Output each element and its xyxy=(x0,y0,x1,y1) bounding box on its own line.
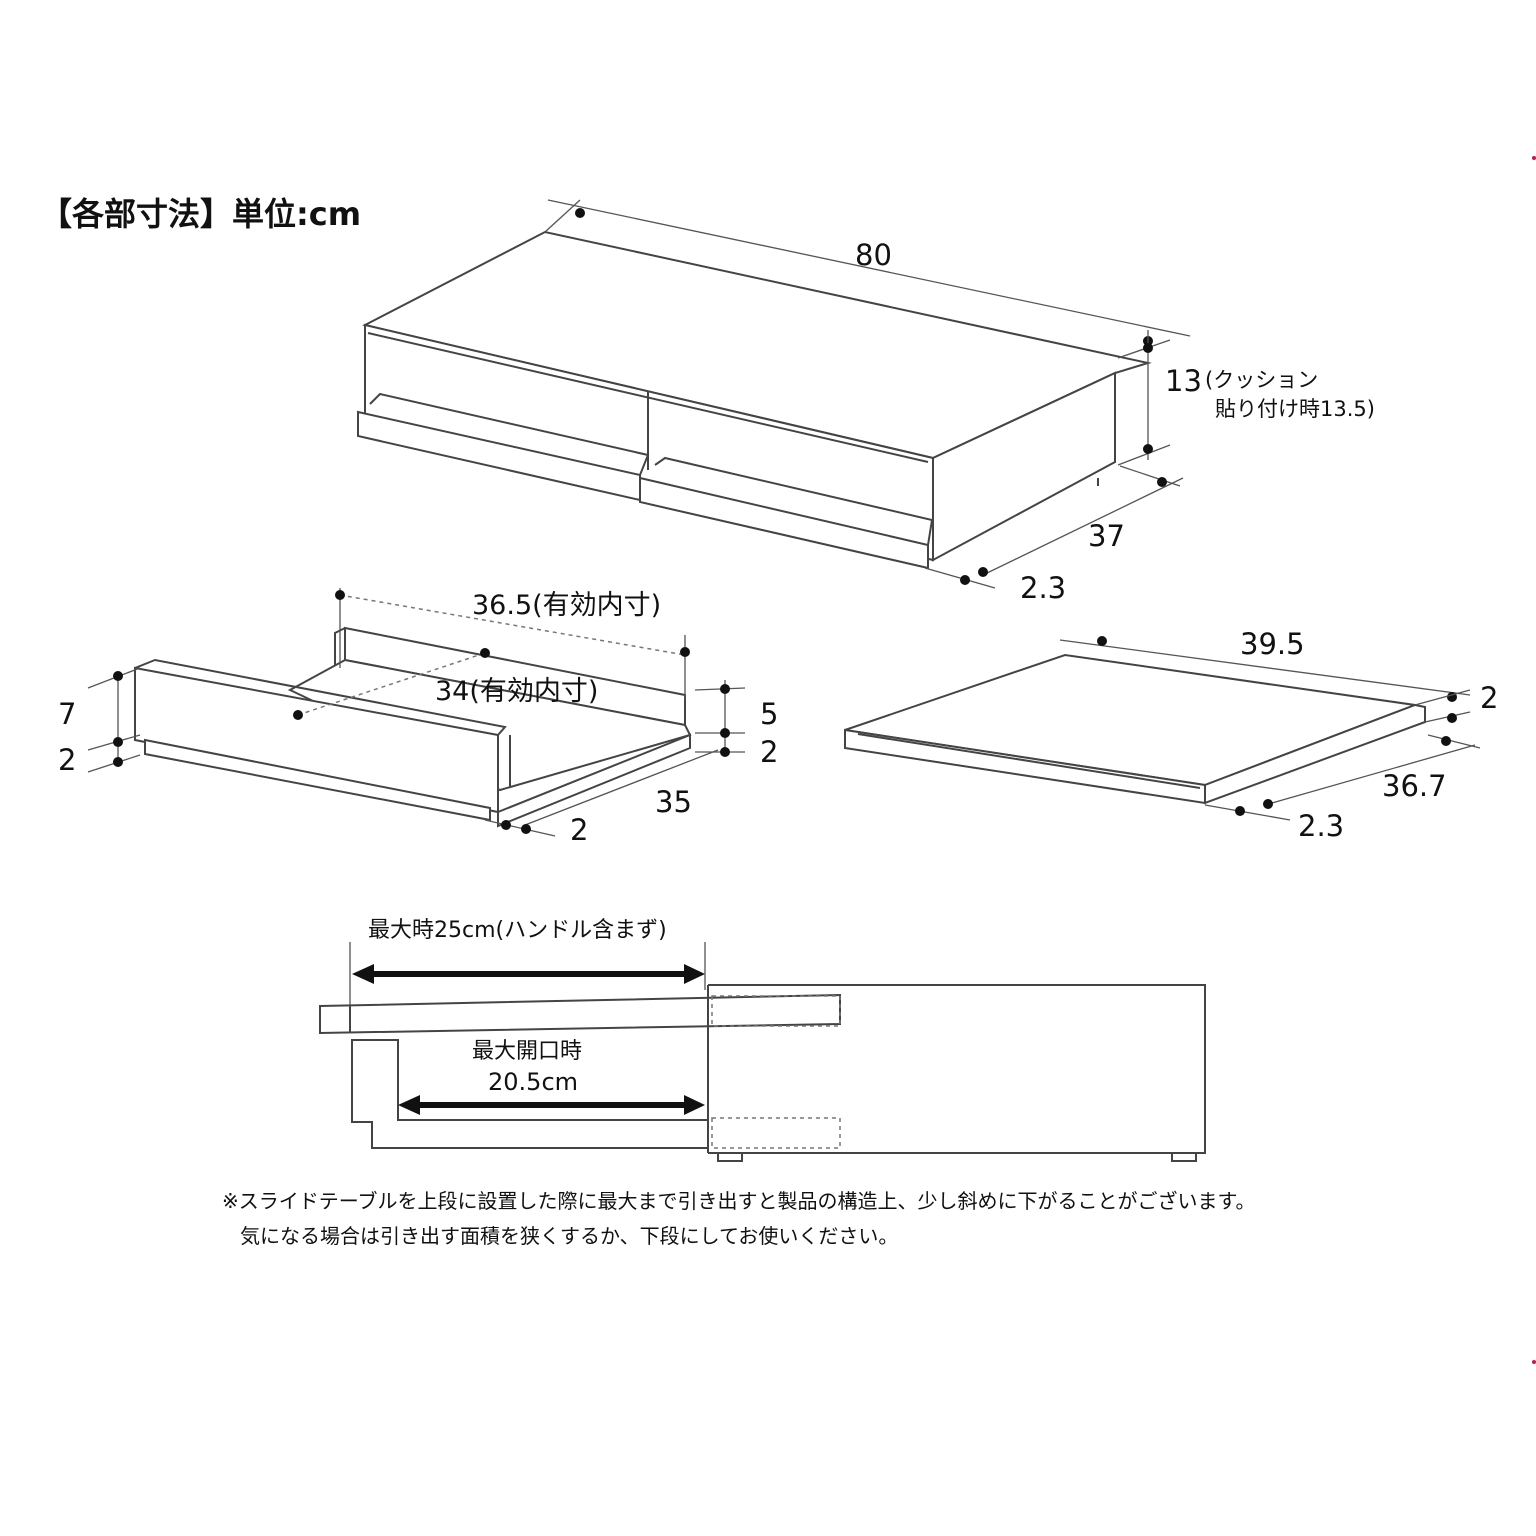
dim-dot xyxy=(1143,343,1153,353)
slide-table-drawing: 39.5 2 36.7 2.3 xyxy=(844,627,1498,843)
table-depth-label: 36.7 xyxy=(1382,769,1447,803)
drawer-base-label: 2 xyxy=(58,743,76,777)
diagram-title: 【各部寸法】単位:cm xyxy=(40,195,361,233)
dim-dot xyxy=(1441,736,1451,746)
dim-ext xyxy=(1427,734,1481,749)
drawer-section xyxy=(351,1039,708,1149)
unit-height-note-2: 貼り付け時13.5) xyxy=(1215,397,1375,421)
section-view: 最大時25cm(ハンドル含まず) 最大開口時 20.5cm xyxy=(319,918,1206,1162)
arrow-head-left xyxy=(352,964,374,984)
dim-line-offset xyxy=(924,567,996,589)
edge-mark-bottom xyxy=(1532,1360,1536,1364)
table-width-label: 39.5 xyxy=(1240,627,1305,661)
dim-line-drawer-depth xyxy=(524,749,719,826)
dim-dot xyxy=(1263,799,1273,809)
dim-line-drawer-thickness xyxy=(484,819,556,837)
dim-dot xyxy=(720,684,730,694)
dim-dot xyxy=(335,590,345,600)
drawer-inner-depth-label: 34(有効内寸) xyxy=(435,676,598,707)
footnote-line-2: 気になる場合は引き出す面積を狭くするか、下段にしてお使いください。 xyxy=(240,1224,898,1248)
right-plinth xyxy=(639,476,929,570)
drawer-height-label: 7 xyxy=(58,697,76,731)
max-open-label-1: 最大開口時 xyxy=(472,1039,582,1064)
dim-dot xyxy=(1157,477,1167,487)
dim-dot xyxy=(1447,713,1457,723)
drawer-front-base xyxy=(144,738,491,822)
edge-mark-top xyxy=(1532,156,1536,160)
unit-depth-label: 37 xyxy=(1088,519,1125,553)
dim-dot xyxy=(720,728,730,738)
table-offset-label: 2.3 xyxy=(1298,809,1344,843)
dim-dot xyxy=(113,671,123,681)
dim-dashed-inner-depth xyxy=(297,652,486,716)
cabinet-foot-left xyxy=(717,1152,743,1162)
drawer-top-edge xyxy=(367,332,929,463)
max-extend-label: 最大時25cm(ハンドル含まず) xyxy=(368,918,667,943)
unit-box-drawing: 80 13 (クッション 貼り付け時13.5) 37 2.3 xyxy=(357,199,1375,605)
dim-line-width xyxy=(547,199,1191,337)
max-open-label-2: 20.5cm xyxy=(488,1068,578,1096)
drawer-back-edge xyxy=(334,627,346,665)
dim-dot xyxy=(480,648,490,658)
footnote-line-1: ※スライドテーブルを上段に設置した際に最大まで引き出すと製品の構造上、少し斜めに… xyxy=(222,1189,1256,1213)
unit-height-label: 13 xyxy=(1165,364,1202,398)
dim-dashed-inner-width xyxy=(339,594,686,656)
drawer-side-base xyxy=(497,733,691,828)
slide-board-hidden xyxy=(711,995,841,1027)
cabinet-outline xyxy=(708,984,1206,1154)
drawer-depth-label: 35 xyxy=(655,785,692,819)
drawer-inner-height-label: 5 xyxy=(760,697,778,731)
dim-dot xyxy=(113,737,123,747)
dim-dot xyxy=(575,208,585,218)
dim-dot xyxy=(720,747,730,757)
drawer-front-top xyxy=(134,658,507,736)
unit-width-label: 80 xyxy=(855,238,892,272)
dim-dot xyxy=(521,824,531,834)
dim-dot xyxy=(680,647,690,657)
slide-table-lip xyxy=(857,733,1201,789)
dim-dot xyxy=(293,710,303,720)
cabinet-foot-right xyxy=(1171,1152,1197,1162)
dim-ext xyxy=(544,199,581,233)
slide-table-top xyxy=(844,653,1419,787)
arrow-head-right xyxy=(684,1095,705,1115)
dim-ext xyxy=(1119,465,1181,487)
dim-dot xyxy=(501,820,511,830)
slide-table-side-edge xyxy=(1204,703,1426,805)
dim-line-table-depth xyxy=(1264,744,1476,806)
drawer-side-base-label: 2 xyxy=(760,735,778,769)
dim-line-depth xyxy=(984,477,1184,575)
drawer-hidden xyxy=(711,1117,841,1149)
dim-line-table-width xyxy=(1059,639,1471,696)
dim-dot xyxy=(1235,806,1245,816)
dim-dot xyxy=(1143,444,1153,454)
dim-line-table-offset xyxy=(1204,804,1291,821)
right-handle xyxy=(654,456,934,546)
arrow-head-right xyxy=(684,964,705,984)
arrow-head-left xyxy=(398,1095,420,1115)
dim-dot xyxy=(960,575,970,585)
unit-height-note-1: (クッション xyxy=(1205,368,1318,392)
dim-dot xyxy=(113,757,123,767)
drawer-drawing: 36.5(有効内寸) 34(有効内寸) 7 2 5 2 35 2 xyxy=(58,588,778,847)
dim-dot xyxy=(978,567,988,577)
table-thickness-label: 2 xyxy=(1480,681,1498,715)
drawer-inner-width-label: 36.5(有効内寸) xyxy=(472,590,661,621)
dim-ext xyxy=(1414,689,1471,706)
dim-dot xyxy=(1097,636,1107,646)
drawer-thickness-label: 2 xyxy=(570,813,588,847)
dim-ext xyxy=(1117,444,1171,466)
slide-board xyxy=(319,993,841,1035)
left-handle xyxy=(369,392,650,476)
unit-offset-label: 2.3 xyxy=(1020,571,1066,605)
